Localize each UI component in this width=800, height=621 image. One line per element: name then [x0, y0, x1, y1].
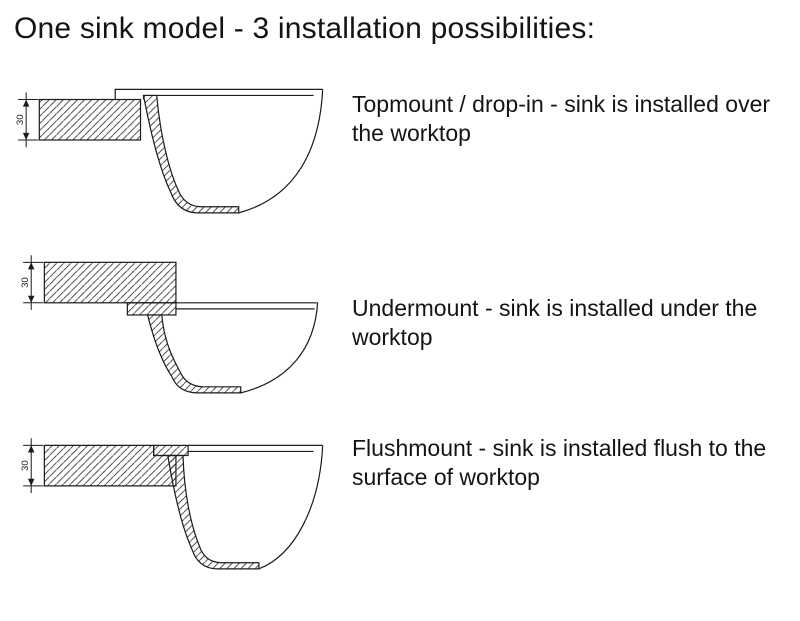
dimension-label: 30	[20, 277, 31, 288]
sink-flange-section	[153, 444, 189, 457]
dimension-annotation: 30	[20, 438, 44, 493]
flushmount-diagram: 30	[14, 420, 352, 574]
sink-profile	[153, 444, 324, 570]
dimension-label: 30	[20, 460, 31, 471]
sink-bowl-curve	[258, 445, 324, 570]
sink-profile	[114, 88, 324, 214]
topmount-description: Topmount / drop-in - sink is installed o…	[352, 91, 771, 147]
worktop-section	[38, 98, 142, 141]
sink-bowl-curve	[240, 302, 319, 394]
sink-rim-top-line	[114, 88, 323, 100]
flushmount-drawing-icon: 30	[20, 438, 324, 570]
page-title: One sink model - 3 installation possibil…	[14, 12, 596, 45]
topmount-diagram: 30	[14, 64, 352, 218]
sink-wall-section	[146, 314, 242, 394]
installation-row-flushmount: 30 Flushmount - sink is installed flush …	[14, 420, 792, 574]
sink-profile	[126, 302, 319, 394]
undermount-diagram: 30	[14, 242, 352, 396]
undermount-drawing-icon: 30	[20, 255, 319, 394]
undermount-description: Undermount - sink is installed under the…	[352, 295, 758, 351]
sink-wall-section	[142, 94, 240, 214]
installation-row-topmount: 30 Topmount / drop-in - sink is installe…	[14, 64, 792, 218]
dimension-annotation: 30	[20, 255, 44, 310]
sink-wall-section	[167, 454, 260, 570]
topmount-drawing-icon: 30	[15, 88, 324, 214]
installation-row-undermount: 30 Undermount - sink is installed under …	[14, 242, 792, 396]
sink-bowl-curve	[238, 89, 324, 214]
dimension-annotation: 30	[15, 92, 39, 148]
page: One sink model - 3 installation possibil…	[14, 12, 792, 574]
dimension-label: 30	[15, 114, 26, 125]
worktop-section	[43, 261, 177, 304]
sink-flange-section	[126, 302, 177, 316]
flushmount-description: Flushmount - sink is installed flush to …	[352, 435, 767, 491]
